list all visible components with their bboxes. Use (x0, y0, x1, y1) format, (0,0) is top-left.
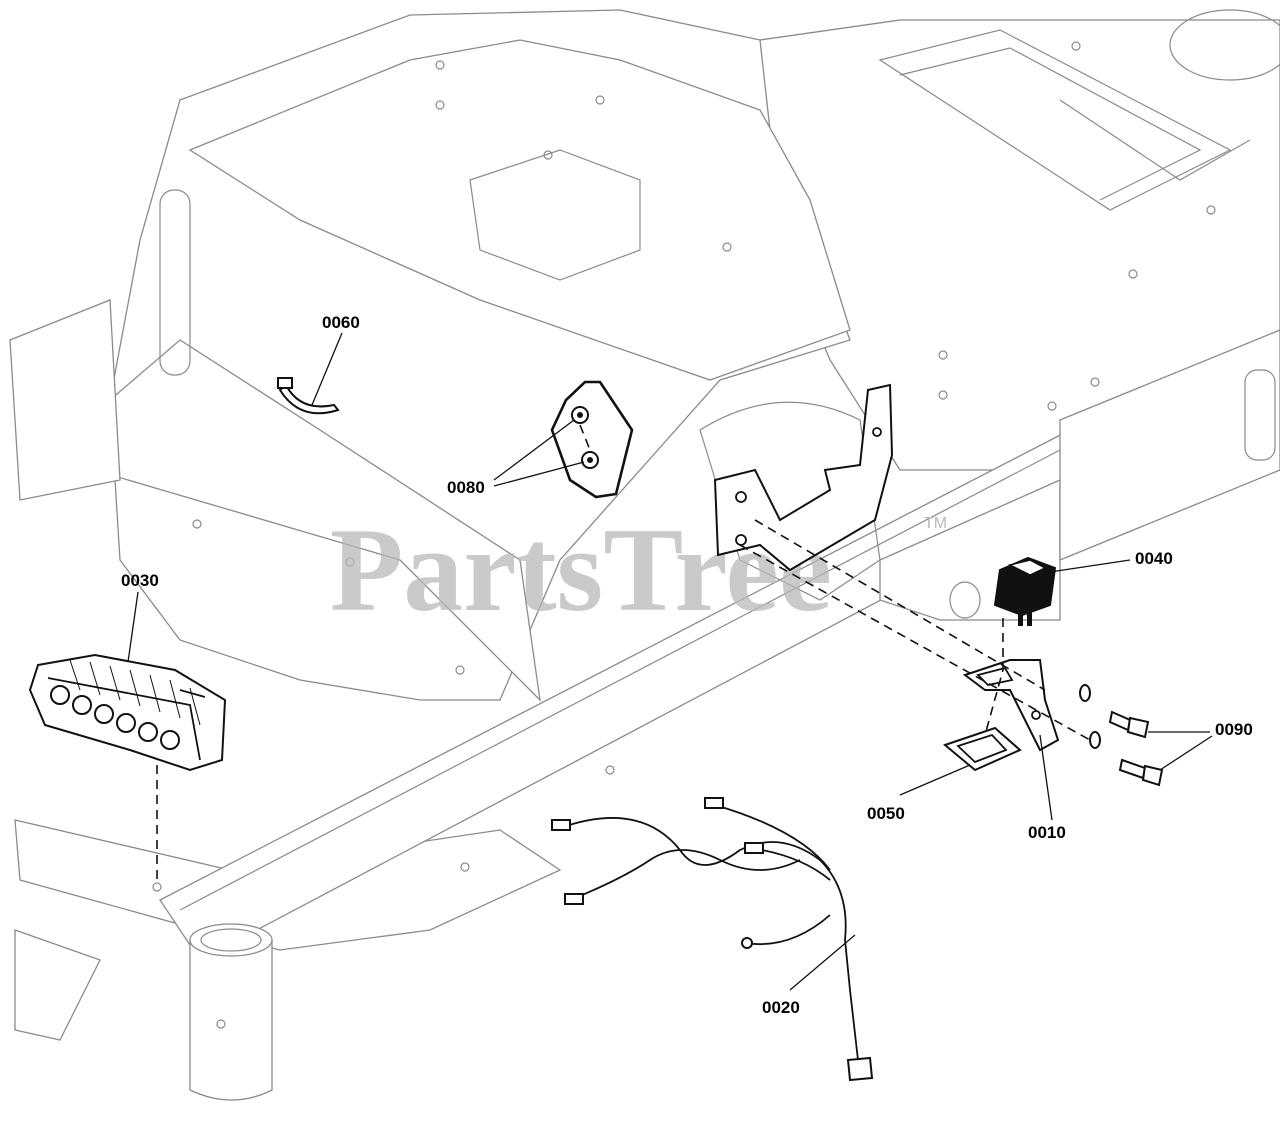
part-0030-light-bar[interactable] (28, 653, 227, 892)
callout-0030[interactable]: 0030 (121, 571, 159, 590)
callout-0090[interactable]: 0090 (1215, 720, 1253, 739)
part-0080-nuts[interactable] (550, 380, 634, 499)
part-0040-switch[interactable] (993, 556, 1057, 626)
part-0090-bolts[interactable] (1079, 684, 1164, 787)
callout-0010[interactable]: 0010 (1028, 823, 1066, 842)
part-0010-bracket-lower[interactable] (962, 618, 1060, 752)
part-0020-harness[interactable] (551, 797, 874, 1082)
led-lenses (50, 685, 180, 750)
part-0060-clip[interactable] (277, 377, 340, 415)
leader-lines (127, 332, 1213, 991)
mower-frame (9, 9, 1280, 1101)
watermark-trademark: TM (924, 515, 947, 532)
callout-0080[interactable]: 0080 (447, 478, 485, 497)
part-0010-bracket-upper[interactable] (713, 383, 894, 572)
callout-0050[interactable]: 0050 (867, 804, 905, 823)
callout-0060[interactable]: 0060 (322, 313, 360, 332)
callout-0040[interactable]: 0040 (1135, 549, 1173, 568)
callout-0020[interactable]: 0020 (762, 998, 800, 1017)
part-0050-bezel[interactable] (942, 726, 1022, 772)
